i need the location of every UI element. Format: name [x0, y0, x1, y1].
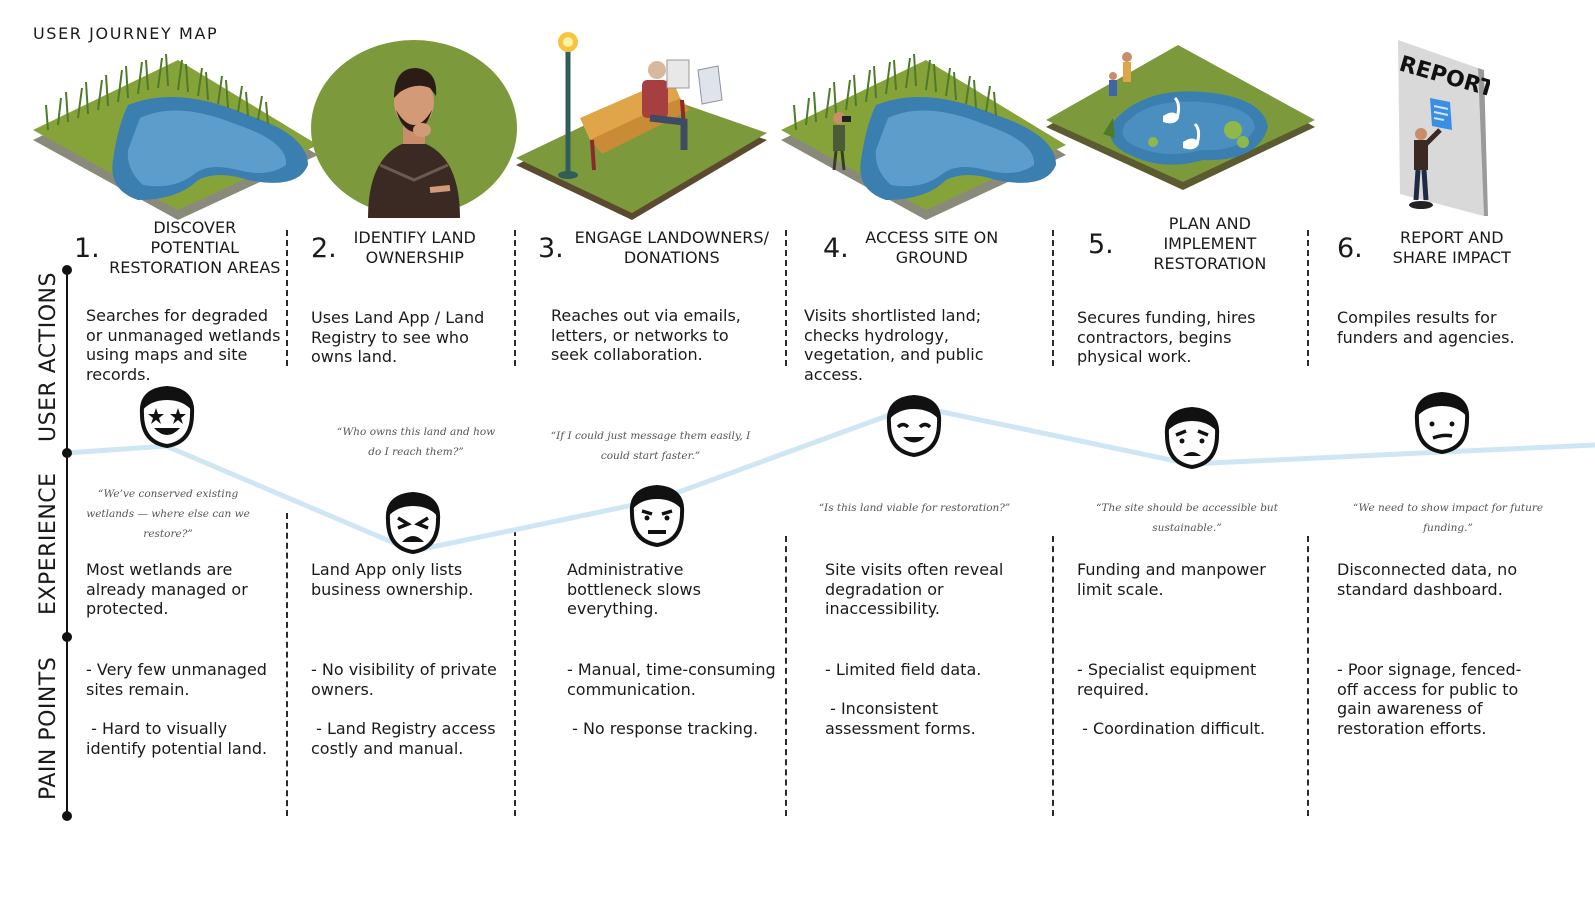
stage-number: 6. [1337, 232, 1363, 264]
user-action-text: Secures funding, hires contractors, begi… [1077, 308, 1256, 366]
column-divider [1052, 536, 1054, 816]
row-label-pain-points: PAIN POINTS [36, 656, 61, 800]
page-title: USER JOURNEY MAP [33, 24, 219, 43]
pain-point: - Very few unmanaged sites remain. [86, 660, 267, 699]
pain-point: - No response tracking. [567, 719, 759, 738]
park-bench-reader-illustration [516, 32, 767, 220]
stage-number: 1. [74, 232, 100, 264]
experience-text: Funding and manpower limit scale. [1077, 560, 1266, 599]
star-struck-face-icon [139, 385, 195, 449]
stage-title: Discover potential restoration areas [109, 218, 281, 277]
user-quote: “We need to show impact for future fundi… [1352, 502, 1544, 534]
site-visit-photographer-illustration [781, 53, 1066, 220]
user-quote: “We’ve conserved existing wetlands — whe… [86, 488, 250, 540]
row-label-user-actions: USER ACTIONS [36, 272, 61, 442]
frustrated-face-icon [385, 491, 441, 555]
restored-swan-pond-illustration [1046, 45, 1315, 190]
pain-point: - Specialist equipment required. [1077, 660, 1257, 699]
stage-number: 2. [311, 232, 337, 264]
stage-number: 3. [538, 232, 564, 264]
stage-title: Plan and implement restoration [1153, 214, 1267, 273]
uneasy-face-icon [1414, 391, 1470, 455]
pain-point: - Manual, time-consuming communication. [567, 660, 776, 699]
user-action-text: Uses Land App / Land Registry to see who… [311, 308, 485, 366]
pain-point: - Land Registry access costly and manual… [311, 719, 501, 758]
experience-text: Most wetlands are already managed or pro… [86, 560, 248, 618]
worried-face-icon [1164, 406, 1220, 470]
stage-title: Access site on ground [865, 228, 999, 267]
column-divider [286, 230, 288, 366]
user-quote: “The site should be accessible but susta… [1096, 502, 1278, 534]
content-face-icon [886, 394, 942, 458]
column-divider [286, 513, 288, 816]
annoyed-face-icon [629, 484, 685, 548]
pain-point: - No visibility of private owners. [311, 660, 497, 699]
experience-text: Site visits often reveal degradation or … [825, 560, 1004, 618]
stage-title: Engage landowners/ donations [574, 228, 769, 267]
user-action-text: Visits shortlisted land; checks hydrolog… [804, 306, 984, 384]
stage-number: 5. [1088, 228, 1114, 260]
pain-point: - Hard to visually identify potential la… [86, 719, 268, 758]
report-board-illustration: REPORT [1396, 40, 1490, 216]
stage-header: 3. Engage landowners/ donations [538, 224, 778, 272]
stage-header: 1. Discover potential restoration areas [74, 218, 284, 277]
column-divider [785, 230, 787, 366]
journey-axis [62, 265, 72, 821]
stage-number: 4. [823, 232, 849, 264]
user-action-text: Compiles results for funders and agencie… [1337, 308, 1515, 347]
thinking-man-illustration [311, 40, 517, 218]
pain-point: - Poor signage, fenced-off access for pu… [1337, 660, 1522, 738]
wetland-pond-illustration [33, 53, 318, 220]
row-label-experience: EXPERIENCE [36, 472, 61, 615]
stage-header: 5. Plan and implement restoration [1088, 214, 1298, 273]
experience-text: Land App only lists business ownership. [311, 560, 474, 599]
column-divider [514, 530, 516, 816]
pain-point: - Inconsistent assessment forms. [825, 699, 976, 738]
column-divider [1307, 230, 1309, 366]
experience-text: Administrative bottleneck slows everythi… [567, 560, 701, 618]
user-action-text: Reaches out via emails, letters, or netw… [551, 306, 741, 364]
user-quote: “If I could just message them easily, I … [550, 430, 751, 462]
stage-title: Identify land ownership [353, 228, 476, 267]
stage-header: 4. Access site on ground [823, 224, 1033, 272]
column-divider [1307, 536, 1309, 816]
user-action-text: Searches for degraded or unmanaged wetla… [86, 306, 281, 384]
pain-point: - Coordination difficult. [1077, 719, 1266, 738]
stage-title: Report and share impact [1392, 228, 1511, 267]
user-quote: “Is this land viable for restoration?” [818, 502, 1011, 514]
pain-point: - Limited field data. [825, 660, 982, 679]
column-divider [1052, 230, 1054, 366]
user-quote: “Who owns this land and how do I reach t… [336, 426, 496, 458]
column-divider [514, 230, 516, 366]
stage-header: 2. Identify land ownership [311, 224, 511, 272]
experience-text: Disconnected data, no standard dashboard… [1337, 560, 1518, 599]
stage-header: 6. Report and share impact [1337, 224, 1537, 272]
column-divider [785, 536, 787, 816]
